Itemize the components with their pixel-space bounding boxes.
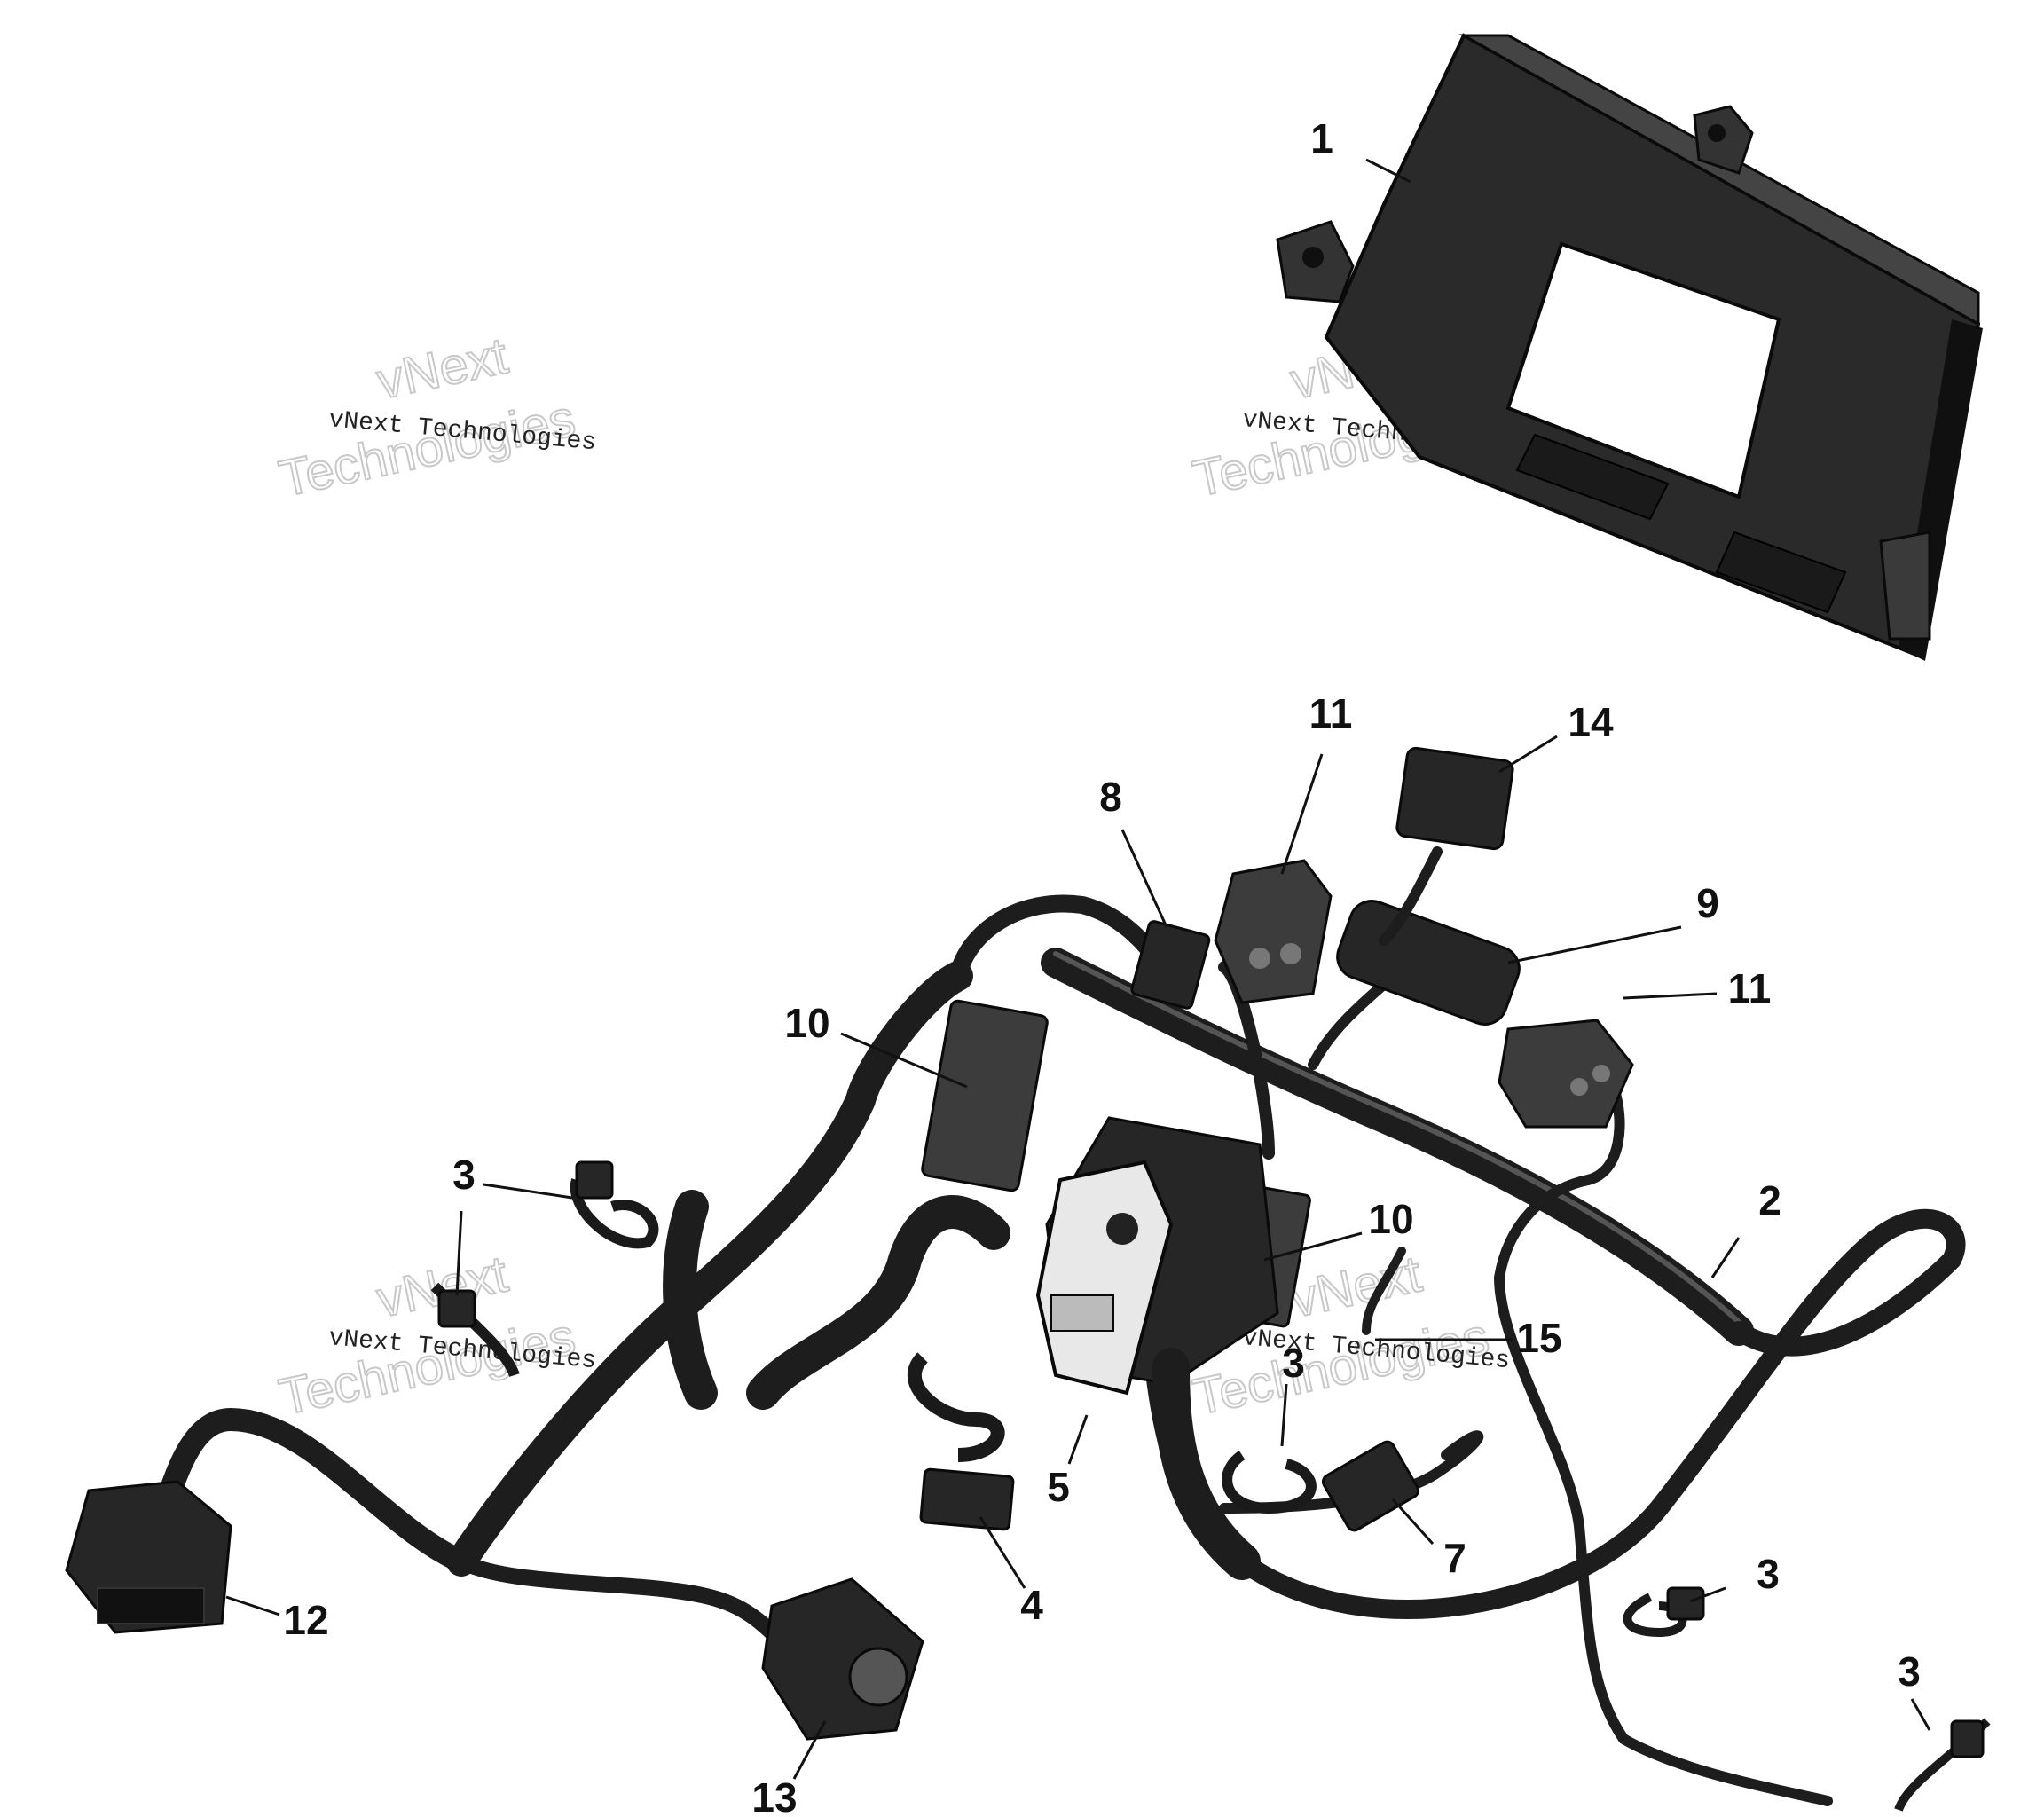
watermark-top-left: vNext Technologies vNext Technologies [273,326,597,508]
svg-text:vNext: vNext [372,326,513,410]
callout-10b: 10 [1368,1196,1413,1242]
callout-9: 9 [1696,880,1719,926]
callout-13: 13 [751,1774,797,1817]
callout-3b: 3 [1282,1340,1305,1386]
connector-11-top [1214,859,1333,1004]
callout-3d: 3 [1898,1648,1921,1695]
callout-5: 5 [1047,1464,1070,1510]
cable-tie-3b [430,1282,520,1378]
leader-lines [225,158,1931,1780]
callout-3a: 3 [452,1152,476,1198]
connector-12 [65,1480,232,1634]
connector-9 [1336,900,1521,1026]
callout-1: 1 [1310,115,1333,161]
connector-15 [1362,1247,1406,1335]
svg-text:vNext: vNext [1285,1245,1427,1328]
connector-8 [1130,920,1211,1010]
cable-tie-3d [1623,1586,1705,1638]
fuse-block-5 [1035,1116,1279,1580]
callout-14: 14 [1568,699,1614,745]
callout-15: 15 [1516,1315,1561,1361]
clip-4 [907,1352,1015,1531]
connector-10-upper [921,999,1049,1192]
callout-11b: 11 [1728,965,1772,1011]
ecm-module [1276,33,1983,661]
callout-labels: 1 2 3 3 3 3 3 4 5 7 8 9 10 10 11 11 12 1… [283,115,1920,1817]
callout-4: 4 [1020,1582,1043,1628]
connector-11-right [1498,1019,1634,1129]
cable-tie-3a [570,1160,659,1249]
callout-8: 8 [1099,774,1122,820]
callout-12: 12 [283,1597,328,1643]
callout-3c: 3 [1757,1551,1780,1597]
connector-7 [1219,1430,1484,1532]
watermark-bottom-left: vNext Technologies vNext Technologies [273,1244,597,1427]
connector-13 [761,1577,924,1741]
cable-tie-3c [1222,1451,1317,1514]
callout-10a: 10 [784,1000,829,1046]
callout-11a: 11 [1309,690,1353,736]
cable-tie-3e [1894,1718,1991,1812]
connector-14 [1379,746,1514,946]
callout-7: 7 [1443,1535,1466,1581]
main-wiring-harness [148,894,1966,1806]
callout-2: 2 [1758,1177,1781,1223]
